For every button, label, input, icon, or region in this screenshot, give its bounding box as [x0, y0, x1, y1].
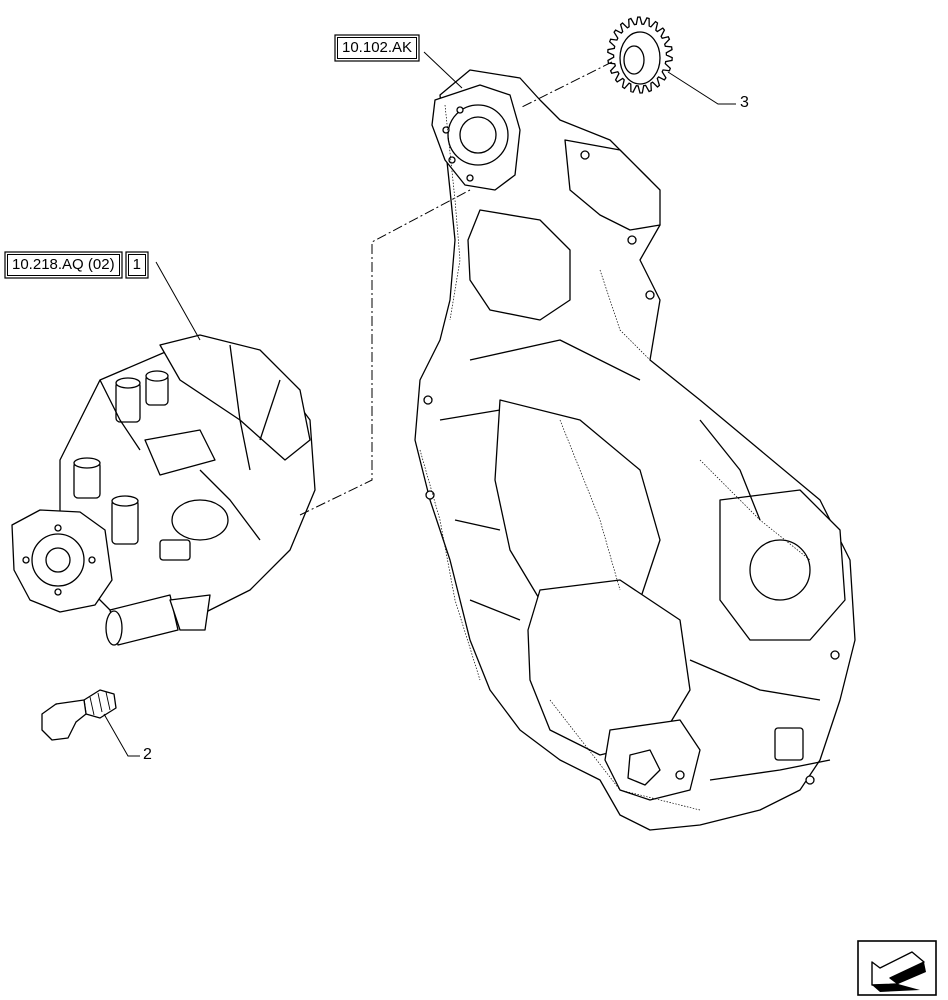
housing-hidden-lines: [419, 104, 811, 811]
bolt-part: [41, 689, 117, 741]
gear-part: [607, 16, 673, 94]
next-page-arrow-icon[interactable]: [857, 940, 937, 996]
timing-cover-reference[interactable]: 10.102.AK: [337, 37, 418, 59]
leader-lines: [103, 51, 736, 757]
bolt-callout: 2: [143, 746, 152, 763]
fuel-pump-part: [11, 334, 316, 646]
gear-callout: 3: [740, 94, 749, 111]
timing-cover-reference-text: 10.102.AK: [337, 37, 418, 59]
pump-reference[interactable]: 10.218.AQ (02) 1: [7, 254, 146, 276]
timing-cover-housing: [414, 69, 856, 831]
pump-reference-text: 10.218.AQ (02): [7, 254, 120, 276]
pump-item-number: 1: [127, 254, 146, 276]
